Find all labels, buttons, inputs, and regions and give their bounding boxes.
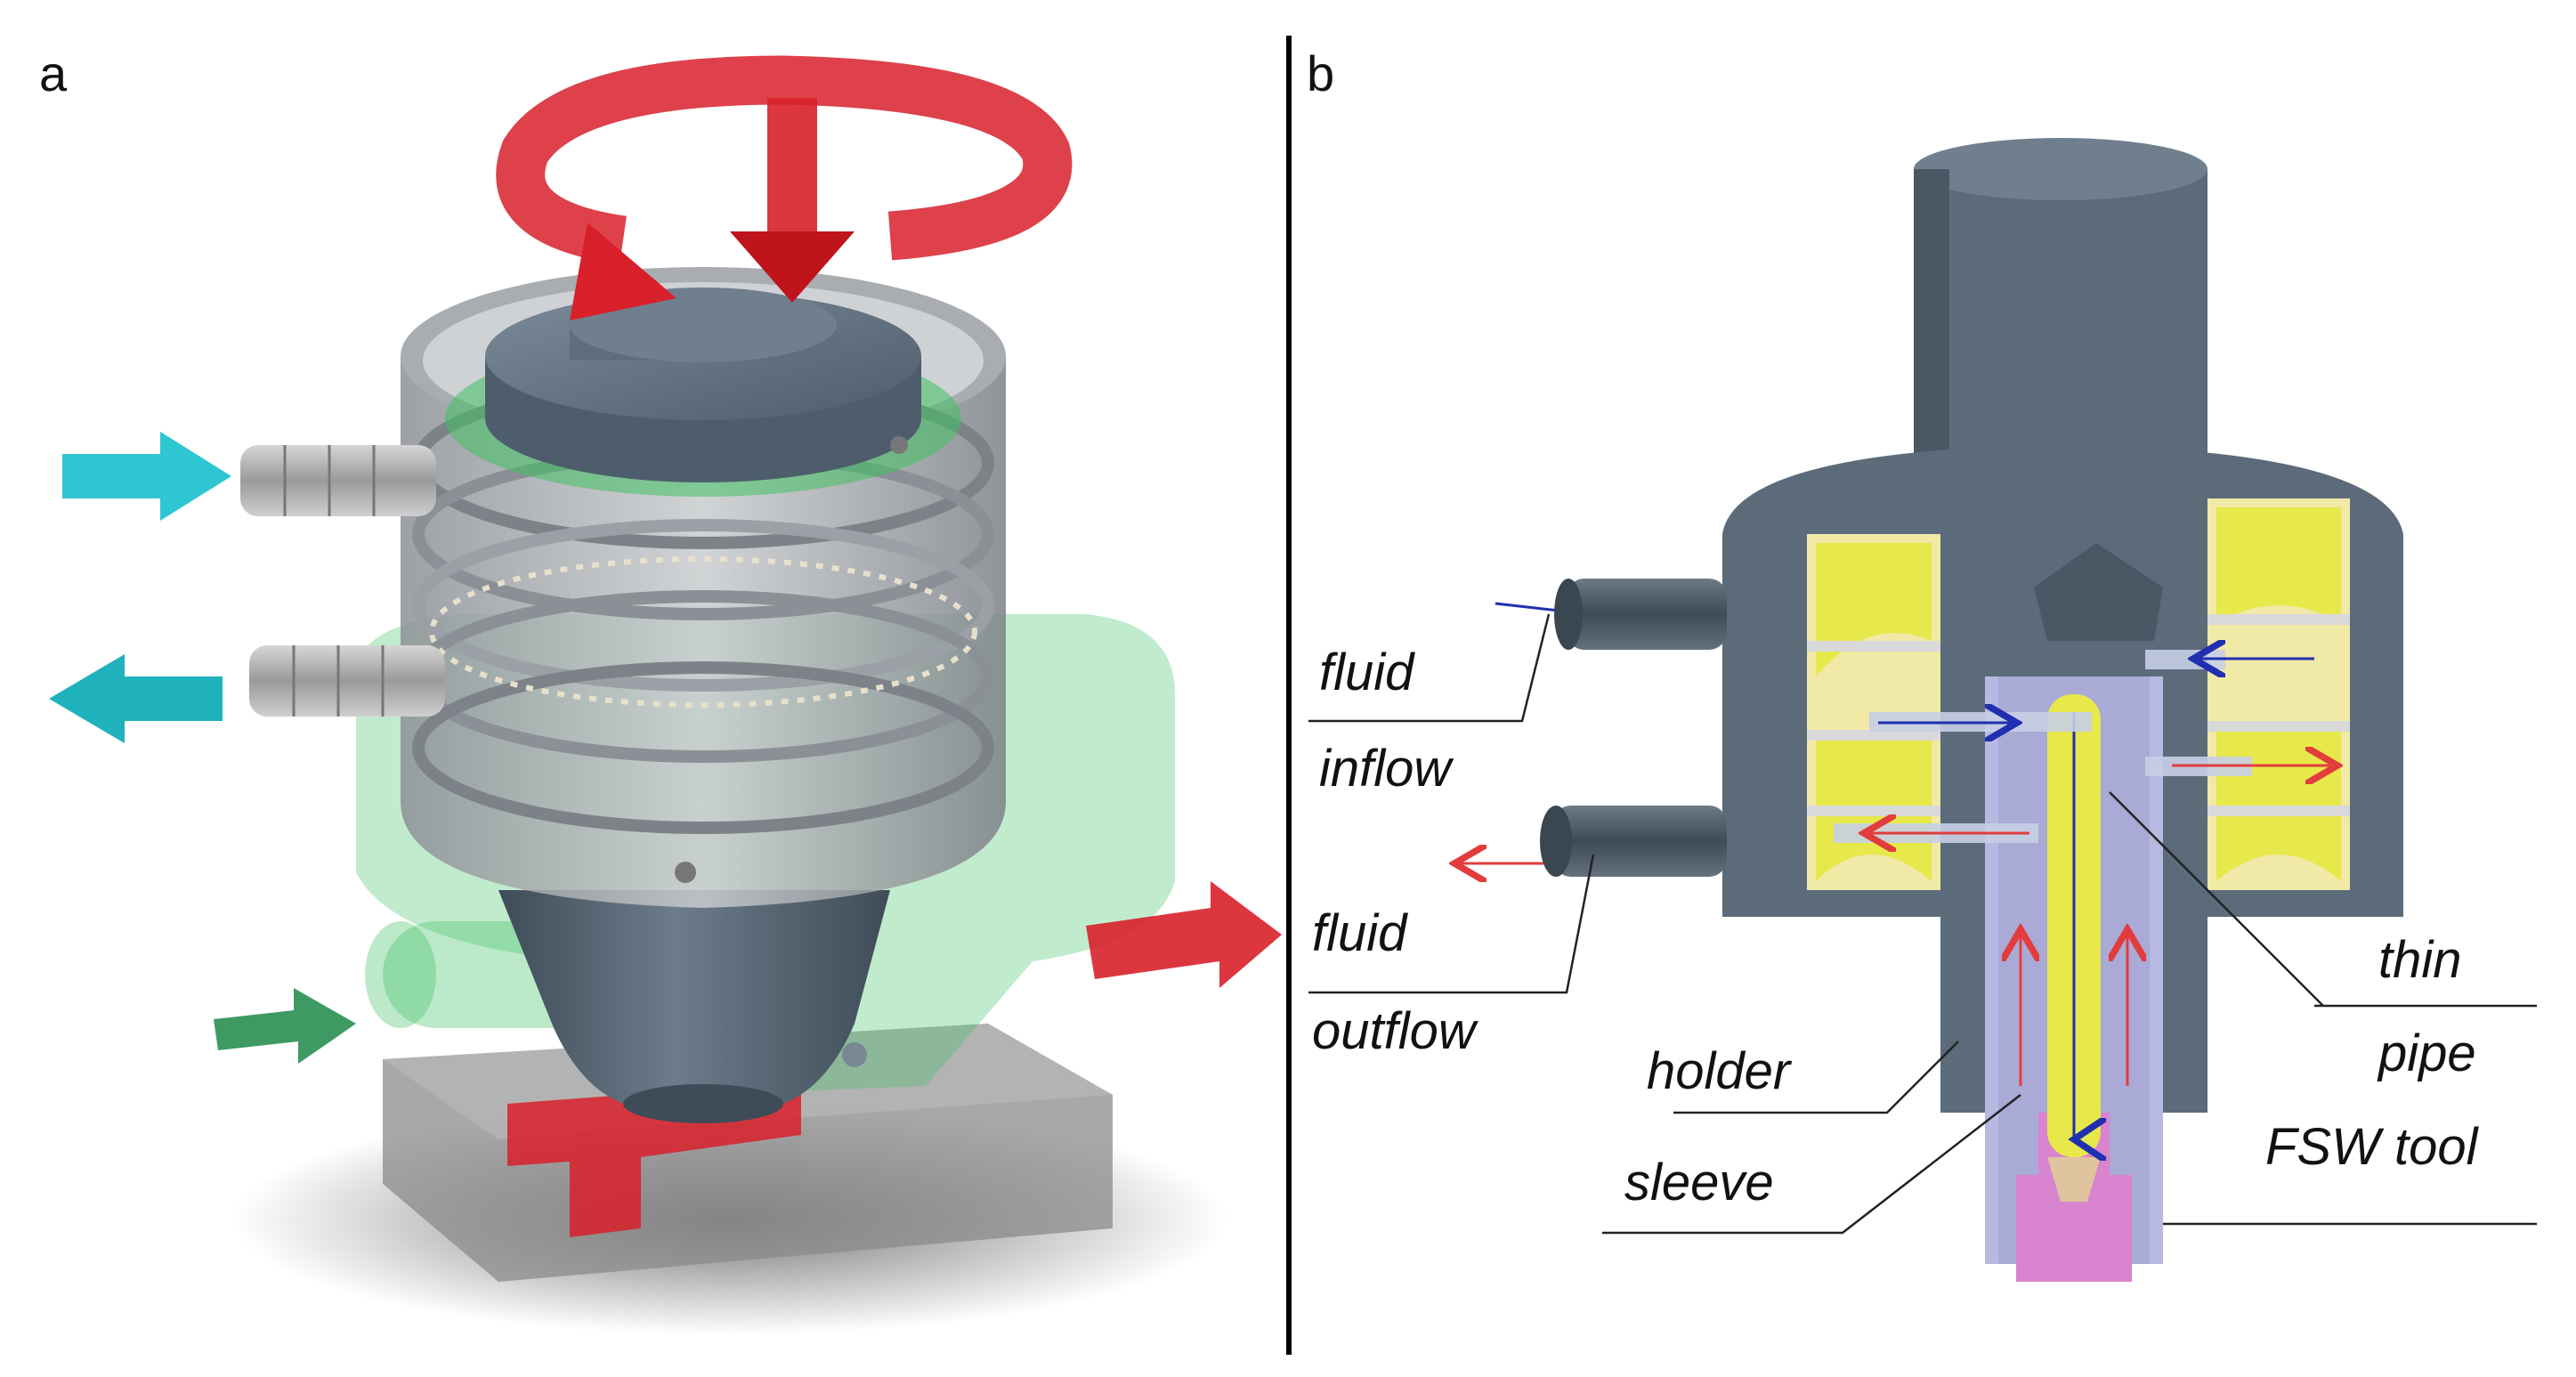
outlet-fitting [249, 645, 445, 717]
rotation-arrow-head [570, 223, 676, 320]
label-fluid-outflow-2: outflow [1312, 1002, 1476, 1060]
green-inlet-arrow-icon [214, 988, 356, 1064]
label-fsw-tool: FSW tool [2265, 1118, 2478, 1176]
label-thin: thin [2378, 931, 2462, 989]
panel-b-section [1308, 138, 2537, 1282]
bearing-balls [429, 556, 977, 708]
hex-socket [2034, 543, 2163, 641]
leader-lines [1308, 613, 2537, 1235]
panel-a-assembly [49, 55, 1282, 1335]
outflow-arrow-icon [49, 654, 223, 743]
panel-a-letter: a [39, 45, 68, 101]
inlet-fitting [240, 445, 436, 516]
panel-b-letter: b [1307, 45, 1335, 101]
label-fluid-inflow-1: fluid [1319, 644, 1414, 701]
outer-cylinder [401, 356, 1006, 908]
seal-rings [1807, 614, 2350, 816]
inflow-arrow-icon [62, 432, 231, 521]
outlet-nozzle [1540, 806, 1727, 877]
rotation-arrow-icon [496, 55, 1073, 265]
label-fluid-inflow-2: inflow [1319, 740, 1452, 798]
red-outlet-arrow-icon [1086, 881, 1282, 988]
shaft-top [1914, 138, 2207, 200]
label-holder: holder [1647, 1042, 1791, 1100]
force-arrow-icon [730, 231, 855, 303]
inlet-nozzle [1554, 579, 1727, 650]
tool-cone [498, 890, 890, 1104]
label-fluid-outflow-1: fluid [1312, 904, 1407, 962]
label-sleeve: sleeve [1624, 1154, 1774, 1211]
force-arrow-shaft [767, 98, 817, 240]
label-pipe: pipe [2378, 1025, 2476, 1082]
